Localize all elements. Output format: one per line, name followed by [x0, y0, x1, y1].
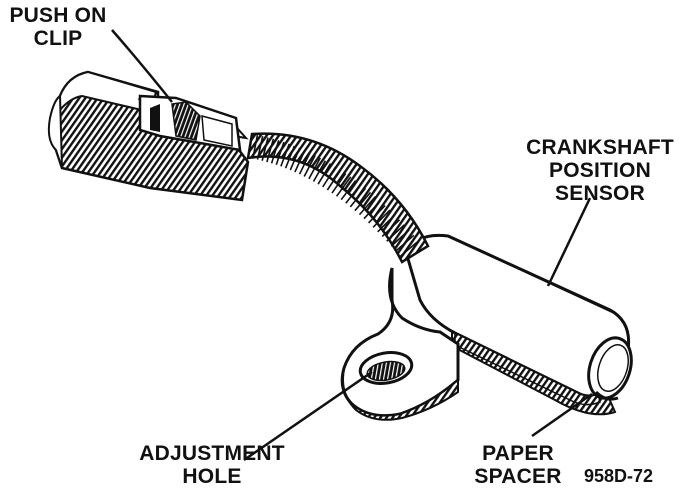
wire-connector: [47, 70, 250, 202]
paper-spacer-line2: SPACER: [474, 465, 562, 488]
paper-spacer-label: PAPER SPACER: [470, 442, 566, 488]
paper-spacer-disc: [587, 336, 633, 401]
push-on-clip-line2: CLIP: [33, 27, 83, 50]
adjustment-hole-label: ADJUSTMENT HOLE: [132, 442, 292, 488]
sensor-body: [404, 233, 631, 416]
leader-push-on-clip: [111, 29, 173, 103]
coiled-cable: [246, 132, 430, 264]
push-on-clip-label: PUSH ON CLIP: [2, 4, 114, 50]
leader-crankshaft-sensor: [546, 197, 592, 287]
crankshaft-sensor-line3: SENSOR: [555, 182, 645, 205]
adjustment-hole-line1: ADJUSTMENT: [139, 442, 285, 465]
leader-lines: [111, 29, 593, 462]
figure-number: 958D-72: [584, 466, 654, 486]
paper-spacer-line1: PAPER: [482, 442, 554, 465]
leader-paper-spacer: [531, 392, 593, 438]
mounting-flange: [340, 267, 460, 421]
push-on-clip-line1: PUSH ON: [9, 4, 107, 27]
leader-adjustment-hole: [243, 370, 373, 462]
crankshaft-sensor-label: CRANKSHAFT POSITION SENSOR: [526, 136, 674, 205]
adjustment-hole-line2: HOLE: [182, 465, 242, 488]
crankshaft-sensor-line2: POSITION: [549, 159, 651, 182]
crankshaft-sensor-line1: CRANKSHAFT: [526, 136, 674, 159]
